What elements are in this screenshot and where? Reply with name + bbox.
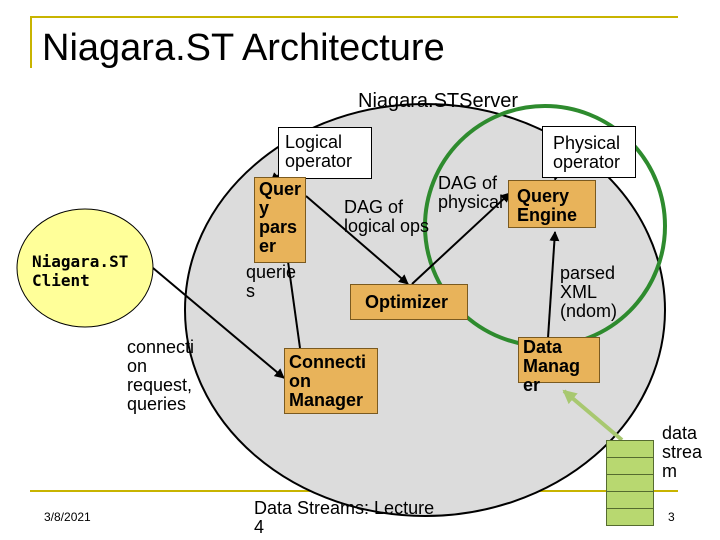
data-stream-cell (606, 491, 654, 509)
slide-title: Niagara.ST Architecture (42, 27, 445, 69)
connection-manager-box: Connecti on Manager (284, 348, 378, 414)
slide-footer: Data Streams: Lecture 4 (254, 498, 435, 537)
queries-label: querie s (246, 262, 297, 301)
data-stream-cell (606, 440, 654, 458)
arrow-data-manager-to-engine (547, 231, 560, 339)
data-stream-cell (606, 474, 654, 492)
arrow-stream-to-data-manager (562, 389, 624, 442)
data-stream-cell (606, 457, 654, 475)
query-engine-box: Query Engine (508, 180, 596, 228)
arrow-optimizer-to-engine (411, 192, 511, 285)
slide-page-number: 3 (668, 510, 675, 524)
dag-logical-label: DAG of logical ops (344, 197, 430, 236)
logical-operator-callout: Logical operator (278, 127, 372, 179)
optimizer-box: Optimizer (350, 284, 468, 320)
physical-operator-callout: Physical operator (542, 126, 636, 178)
server-label: Niagara.STServer (358, 90, 519, 112)
arrow-parser-to-optimizer (305, 195, 409, 285)
title-rule-top (30, 16, 678, 18)
client-label: Niagara.ST Client (32, 252, 129, 290)
parsed-xml-label: parsed XML (ndom) (560, 263, 618, 321)
data-manager-box: Data Manag er (518, 337, 600, 395)
connection-request-label: connecti on request, queries (127, 337, 195, 414)
arrow-client-to-connection-manager (152, 267, 285, 379)
slide-date: 3/8/2021 (44, 510, 91, 524)
data-stream-label: data strea m (662, 423, 703, 481)
data-stream-cell (606, 508, 654, 526)
title-rule-left (30, 16, 32, 68)
query-parser-box: Quer y pars er (254, 177, 306, 263)
